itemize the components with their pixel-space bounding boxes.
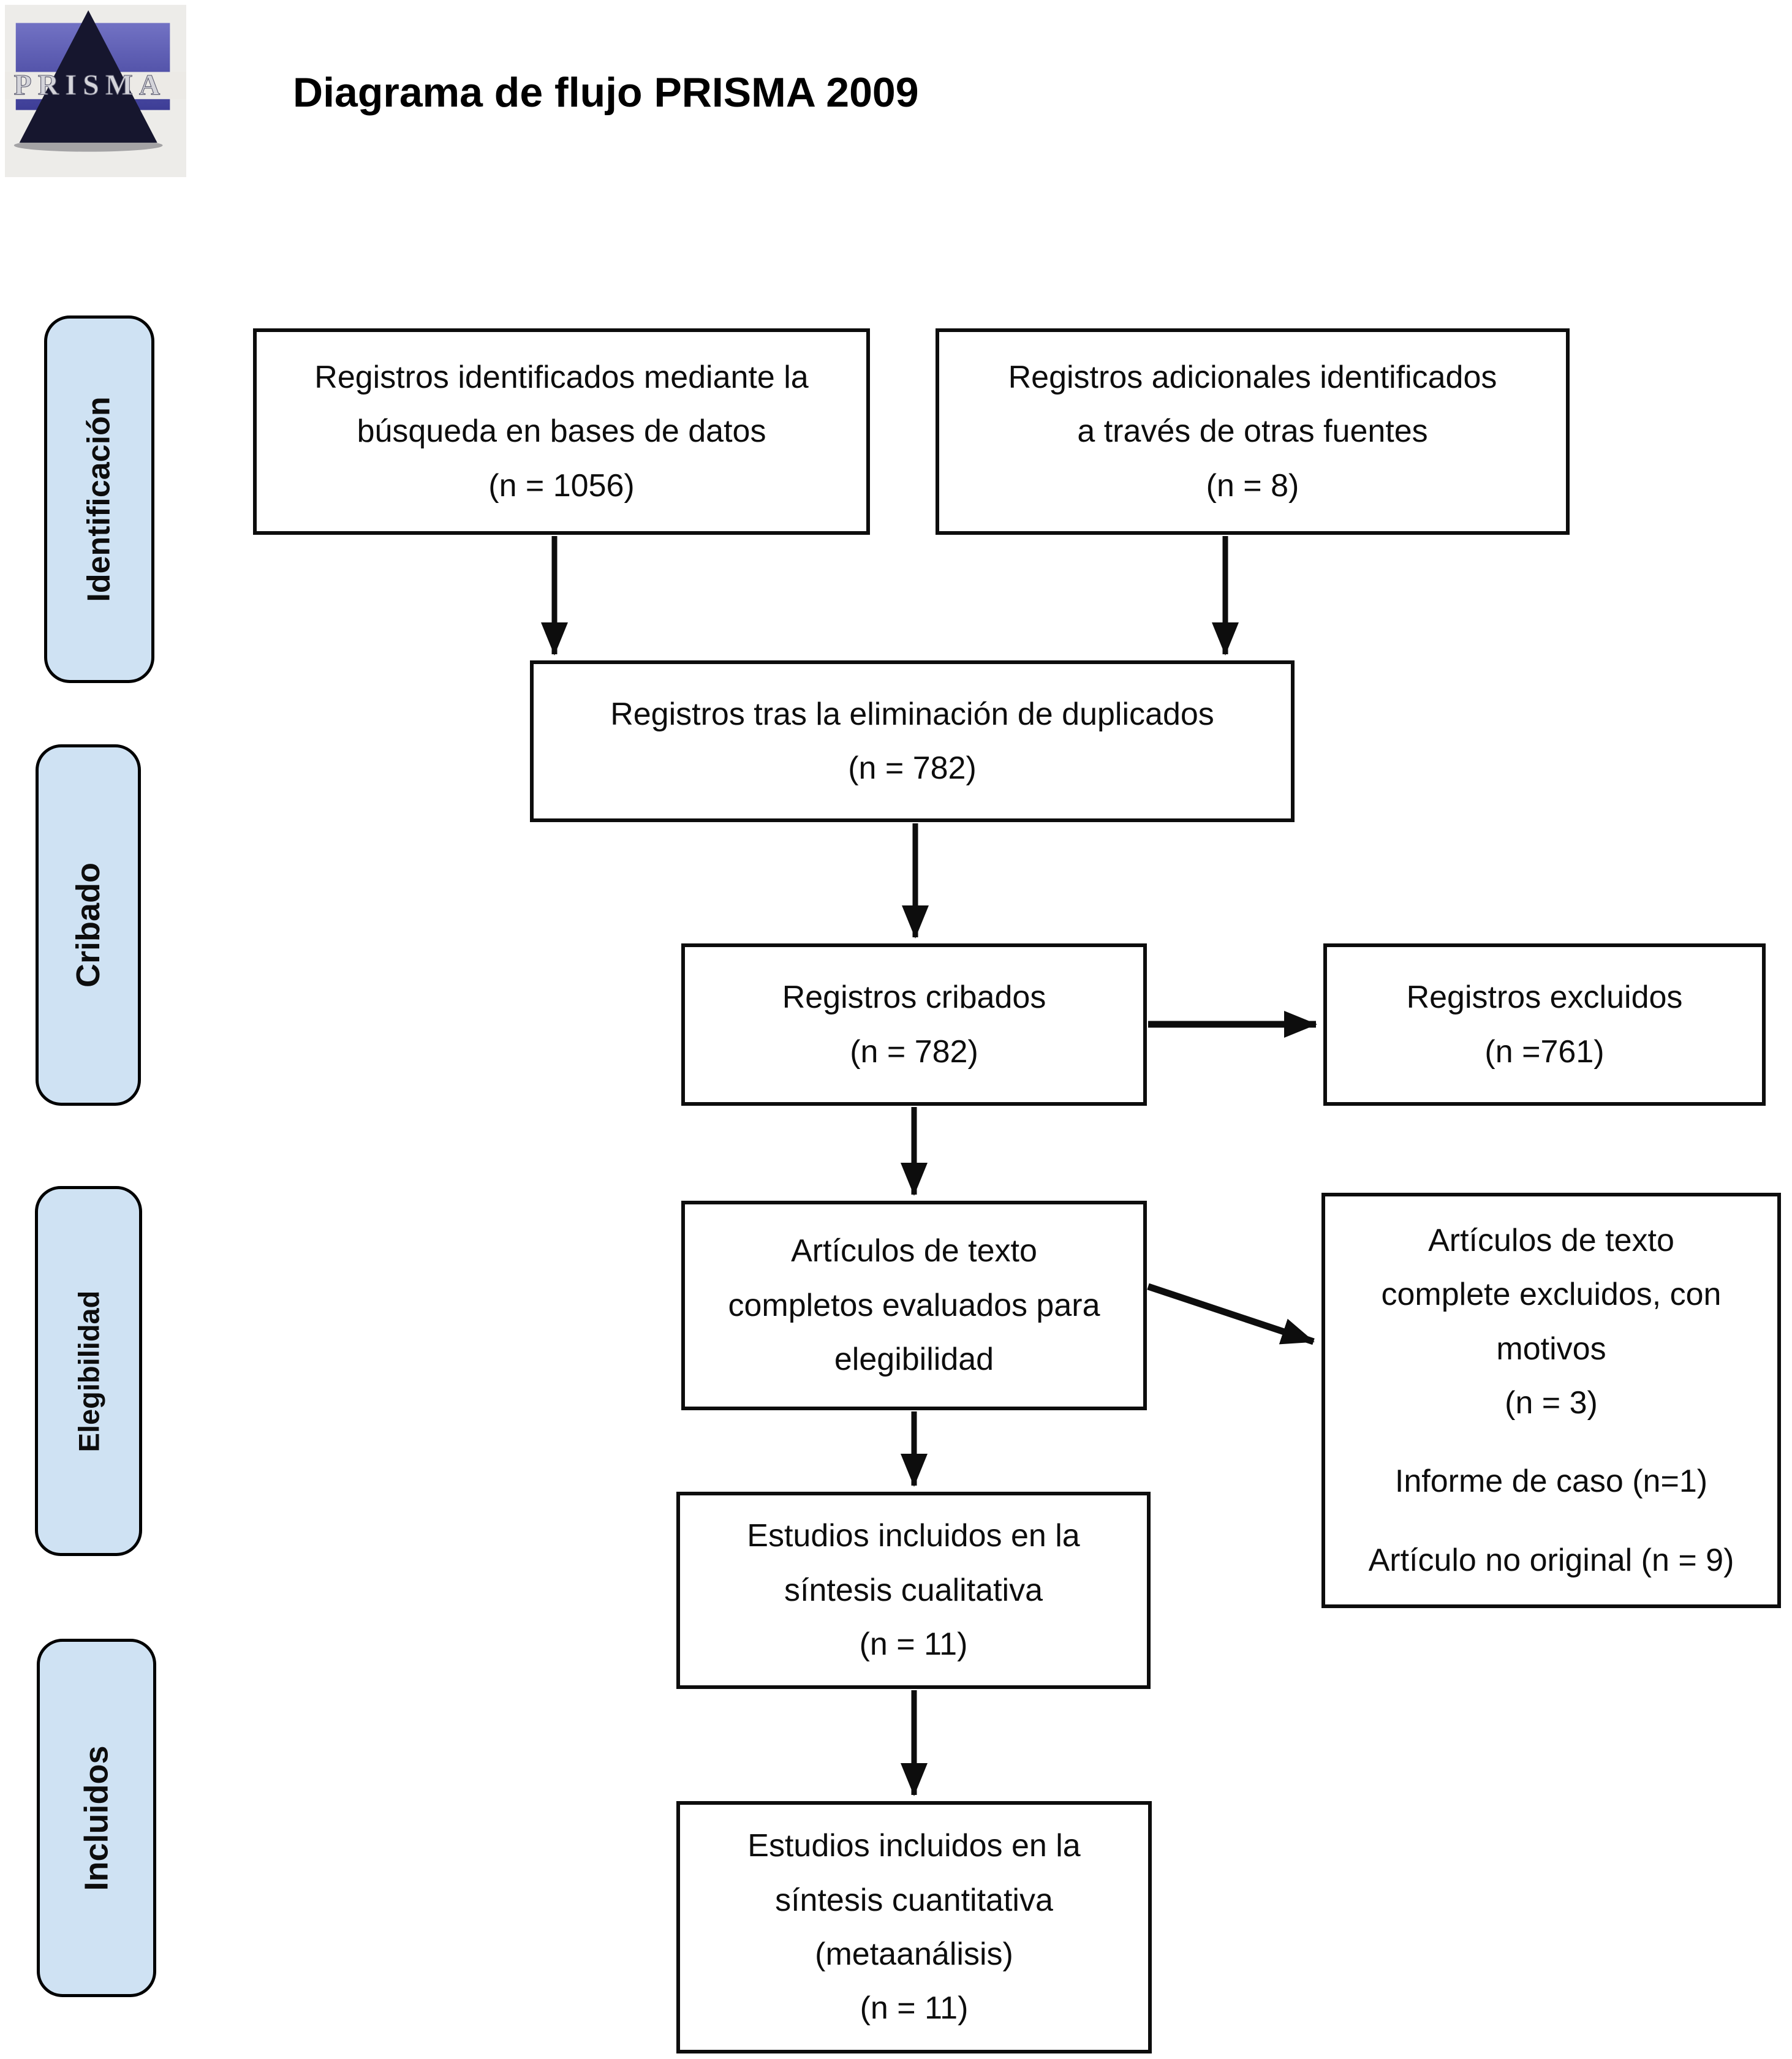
logo-wordmark: PRISMA — [14, 69, 167, 101]
box-quantitative-synthesis: Estudios incluidos en la síntesis cuanti… — [676, 1801, 1152, 2053]
stage-identificacion-label: Identificación — [81, 396, 117, 602]
box-line: Registros cribados — [782, 980, 1046, 1016]
stage-identificacion: Identificación — [44, 315, 154, 683]
box-line: (metaanálisis) — [815, 1936, 1013, 1972]
box-line: (n = 11) — [860, 1990, 969, 2027]
box-records-identified-other-sources: Registros adicionales identificados a tr… — [936, 328, 1570, 535]
stage-cribado: Cribado — [36, 744, 141, 1106]
box-line: motivos — [1496, 1331, 1606, 1367]
box-qualitative-synthesis: Estudios incluidos en la síntesis cualit… — [676, 1492, 1151, 1689]
box-line: búsqueda en bases de datos — [357, 414, 766, 450]
box-line: síntesis cuantitativa — [775, 1882, 1053, 1918]
box-records-excluded: Registros excluidos (n =761) — [1323, 943, 1766, 1106]
box-line: (n = 1056) — [488, 467, 635, 504]
box-line: (n = 8) — [1206, 467, 1299, 504]
box-line: (n = 3) — [1505, 1385, 1598, 1421]
box-line: Estudios incluidos en la — [747, 1828, 1081, 1864]
box-line: complete excluidos, con — [1381, 1277, 1722, 1313]
box-line: (n = 782) — [850, 1033, 978, 1070]
box-fulltext-assessed: Artículos de texto completos evaluados p… — [681, 1201, 1147, 1410]
arrow-fulltext-to-excluded — [1147, 1283, 1315, 1345]
stage-elegibilidad: Elegibilidad — [35, 1186, 142, 1556]
logo-pyramid-icon — [19, 10, 157, 143]
stage-elegibilidad-label: Elegibilidad — [72, 1290, 105, 1452]
box-fulltext-excluded: Artículos de texto complete excluidos, c… — [1321, 1193, 1781, 1608]
prisma-logo-image: PRISMA — [5, 4, 186, 178]
box-line: Registros adicionales identificados — [1008, 359, 1497, 395]
stage-cribado-label: Cribado — [70, 862, 107, 988]
box-line: Registros tras la eliminación de duplica… — [610, 696, 1214, 732]
box-line: Artículos de texto — [791, 1233, 1037, 1269]
box-line: (n = 782) — [848, 750, 977, 786]
stage-incluidos-label: Incluidos — [78, 1745, 115, 1891]
box-records-identified-databases: Registros identificados mediante la búsq… — [253, 328, 870, 535]
stage-incluidos: Incluidos — [37, 1639, 156, 1997]
box-line: (n = 11) — [859, 1626, 968, 1663]
exclusion-reason: Informe de caso (n=1) — [1394, 1464, 1708, 1500]
prisma-logo: PRISMA — [5, 4, 186, 178]
exclusion-reason: Artículo no original (n = 9) — [1368, 1542, 1734, 1578]
box-line: a través de otras fuentes — [1077, 414, 1428, 450]
box-line: elegibilidad — [834, 1342, 994, 1378]
box-line: síntesis cualitativa — [784, 1572, 1043, 1608]
box-records-after-duplicates: Registros tras la eliminación de duplica… — [530, 660, 1295, 822]
page-title: Diagrama de flujo PRISMA 2009 — [293, 69, 919, 116]
box-line: Artículos de texto — [1428, 1222, 1674, 1258]
box-line: Registros identificados mediante la — [314, 359, 809, 395]
box-line: Estudios incluidos en la — [747, 1518, 1080, 1554]
box-line: completos evaluados para — [728, 1287, 1100, 1323]
box-line: Registros excluidos — [1406, 980, 1683, 1016]
box-records-screened: Registros cribados (n = 782) — [681, 943, 1147, 1106]
box-line: (n =761) — [1484, 1033, 1605, 1070]
